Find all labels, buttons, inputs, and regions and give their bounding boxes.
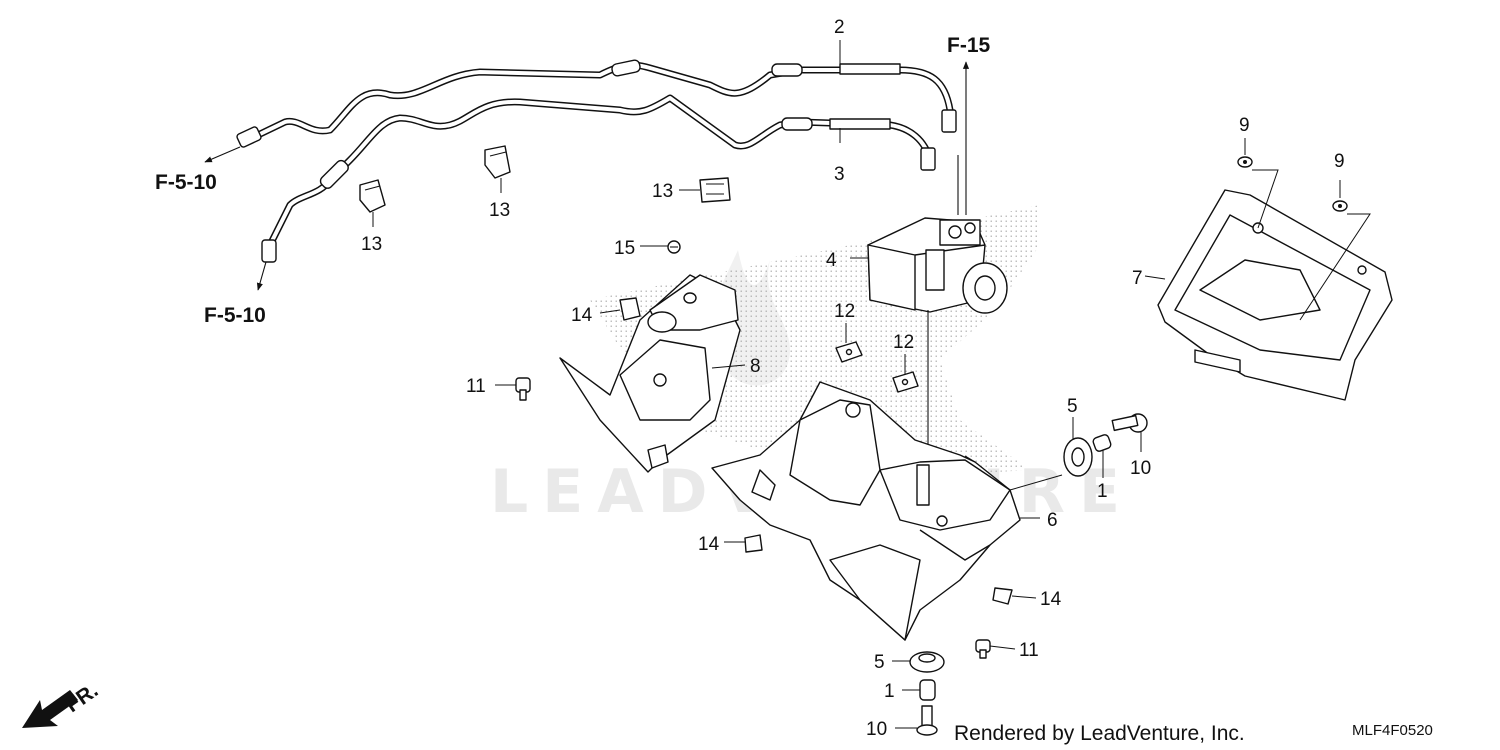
pipe-end-fitting-left-bottom: [261, 239, 277, 263]
collar-1-bottom: [919, 679, 936, 701]
pipe-clip-13-b: [484, 145, 511, 179]
screw-9-left: [1237, 156, 1253, 168]
callout-14-b: 14: [698, 534, 720, 555]
callout-4: 4: [826, 250, 837, 271]
grommet-5-bottom: [909, 651, 945, 673]
bolt-11-left: [515, 377, 531, 401]
callout-3: 3: [834, 164, 845, 185]
clip-14-a: [619, 297, 641, 321]
clip-nut-12-left: [835, 341, 863, 363]
callout-10-bottom: 10: [866, 719, 887, 740]
diagram-code: MLF4F0520: [1352, 722, 1433, 739]
callout-11-left: 11: [466, 376, 486, 397]
bolt-10-top: [1111, 413, 1148, 433]
callout-13-a: 13: [361, 234, 382, 255]
callout-13-c: 13: [652, 181, 673, 202]
callout-11-right: 11: [1019, 640, 1039, 661]
modulator-case-6: [711, 381, 1021, 641]
abs-modulator-unit: [867, 217, 1008, 490]
brake-pipe-3: [261, 94, 936, 263]
screw-9-right: [1332, 200, 1348, 212]
callout-1-bottom: 1: [884, 681, 895, 702]
bolt-11-right: [975, 639, 991, 659]
grommet-5-top: [1063, 437, 1093, 477]
clip-14-b: [744, 534, 763, 553]
callout-5-bottom: 5: [874, 652, 885, 673]
callout-12-left: 12: [834, 301, 855, 322]
callout-14-a: 14: [571, 305, 593, 326]
clip-nut-12-right: [892, 371, 919, 393]
modulator-cover-7: [1157, 189, 1393, 401]
callout-labels: 2 3 4 13 13 13 15 14 11 8 12 12 5 1 10 6…: [361, 17, 1345, 740]
callout-1-top: 1: [1097, 481, 1108, 502]
callout-9-right: 9: [1334, 151, 1345, 172]
pipe-clip-13-c: [699, 177, 731, 203]
modulator-bracket-8: [559, 274, 741, 473]
clip-14-c: [992, 587, 1013, 605]
pipe-clip-13-a: [359, 179, 386, 213]
callout-9-left: 9: [1239, 115, 1250, 136]
callout-10-top: 10: [1130, 458, 1151, 479]
callout-2: 2: [834, 17, 845, 38]
callout-7: 7: [1132, 268, 1143, 289]
ref-f-15: F-15: [947, 34, 991, 57]
callout-5-top: 5: [1067, 396, 1078, 417]
bolt-10-bottom: [916, 705, 938, 736]
ref-f-5-10-top: F-5-10: [155, 171, 217, 194]
brake-pipe-2: [236, 59, 957, 148]
screw-15: [667, 240, 681, 254]
leader-lines: [372, 40, 1371, 729]
callout-8: 8: [750, 356, 761, 377]
callout-12-right: 12: [893, 332, 914, 353]
ref-f-5-10-bottom: F-5-10: [204, 304, 266, 327]
front-arrow-icon: [22, 690, 78, 728]
front-direction-indicator: FR.: [22, 679, 102, 728]
callout-14-c: 14: [1040, 589, 1062, 610]
callout-6: 6: [1047, 510, 1058, 531]
callout-13-b: 13: [489, 200, 510, 221]
front-label: FR.: [61, 679, 102, 717]
render-credit: Rendered by LeadVenture, Inc.: [954, 722, 1245, 745]
callout-15: 15: [614, 238, 635, 259]
reference-labels: F-15 F-5-10 F-5-10: [155, 34, 991, 327]
pipe-end-fitting-left-top: [236, 126, 262, 148]
collar-1-top: [1092, 434, 1112, 452]
